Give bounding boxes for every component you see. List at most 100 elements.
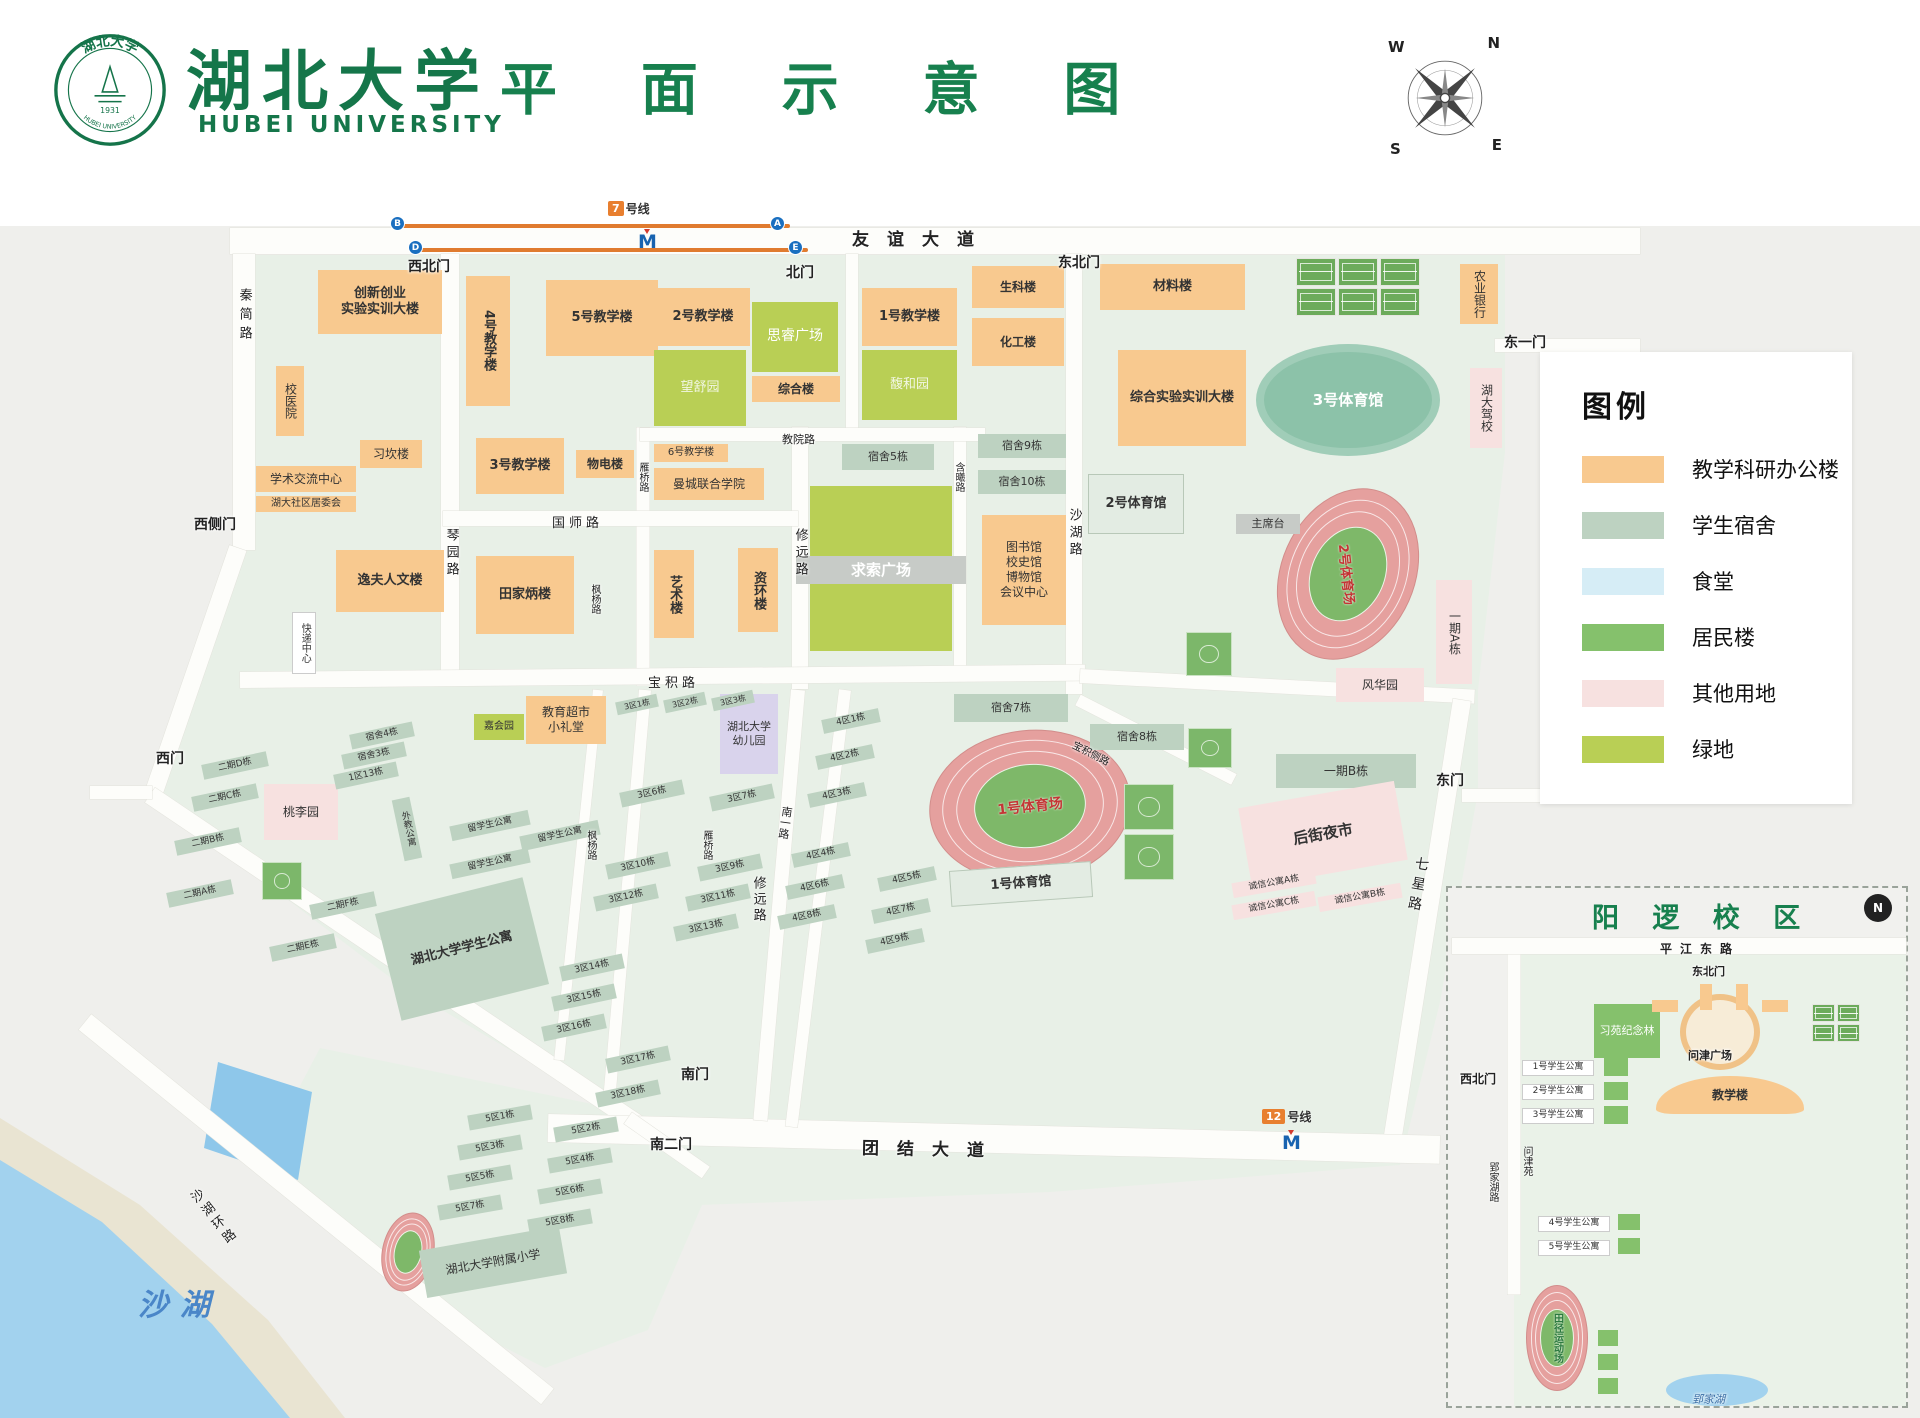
gate-label: 西北门	[1460, 1068, 1496, 1087]
residential-block	[1598, 1378, 1618, 1394]
metro-line-suffix: 号线	[1287, 1110, 1312, 1124]
building-label: 2号学生公寓	[1532, 1086, 1584, 1097]
building: 2号教学楼	[656, 288, 750, 346]
label-text: 雁桥路	[701, 830, 712, 860]
residential-block	[1618, 1238, 1640, 1254]
road-name: 沙湖环路	[185, 1187, 242, 1253]
label-text: 宝积路	[648, 676, 700, 691]
label-text: 郢家湖	[1692, 1393, 1725, 1406]
legend-item: 居民楼	[1582, 622, 1852, 652]
label-text: 教院路	[782, 433, 815, 446]
building-label: 综合实验实训大楼	[1129, 389, 1234, 405]
building-label: 嘉会园	[484, 720, 514, 732]
building: 创新创业 实验实训大楼	[318, 270, 442, 334]
compass-east-label: E	[1491, 136, 1502, 154]
building-label: 5号学生公寓	[1548, 1242, 1600, 1253]
building-label: 5区6栋	[554, 1183, 586, 1199]
label-text: 西北门	[408, 259, 450, 275]
label-text: 含曦路	[953, 462, 964, 492]
road	[1066, 254, 1082, 694]
building: 二期A栋	[166, 879, 234, 908]
building: 快递中心	[292, 612, 316, 674]
building-label: 馥和园	[889, 376, 929, 392]
label-text: 问津广场	[1688, 1049, 1732, 1062]
gate-label: 东北门	[1692, 960, 1725, 979]
legend-swatch	[1582, 511, 1664, 539]
label-text: 沙湖环路	[185, 1186, 240, 1250]
track-field	[1540, 1308, 1574, 1368]
building: 习坎楼	[360, 440, 422, 468]
gate-label: 北门	[786, 262, 814, 282]
building-label: 宿舍5栋	[868, 450, 908, 464]
building-label: 主席台	[1251, 517, 1285, 531]
building: 湖大社区居委会	[256, 496, 356, 512]
building: 宿舍10栋	[978, 470, 1066, 494]
building: 思睿广场	[752, 302, 838, 372]
label-text: 西侧门	[194, 517, 236, 533]
road-name: 团结大道	[862, 1139, 1002, 1162]
label-text: 修远路	[750, 876, 766, 924]
legend-swatch	[1582, 679, 1664, 707]
compass-rose-icon: W N S E	[1386, 34, 1504, 162]
label-text: 东门	[1436, 773, 1464, 789]
track-lane	[1530, 1292, 1584, 1384]
gate-label: 西门	[156, 748, 184, 768]
map-title: 平 面 示 意 图	[500, 57, 1153, 123]
building-label: 材料楼	[1152, 278, 1192, 294]
inset-area	[1448, 954, 1514, 1406]
legend-label: 教学科研办公楼	[1692, 458, 1839, 482]
building: 材料楼	[1100, 264, 1245, 310]
building-label: 2号教学楼	[672, 308, 734, 324]
road-name: 雁桥路	[636, 462, 648, 496]
building-label: 综合楼	[777, 381, 814, 396]
north-arrow-icon: N	[1864, 894, 1892, 922]
building-label: 6号教学楼	[667, 446, 715, 458]
road-name: 枫杨路	[584, 830, 596, 864]
building-label: 农业银行	[1472, 270, 1487, 318]
building: 校医院	[276, 366, 304, 436]
label-text: 修远路	[792, 528, 808, 579]
building-label: 宿舍9栋	[1002, 439, 1042, 453]
building-label: 田家炳楼	[498, 586, 551, 602]
residential-block	[1762, 1000, 1788, 1012]
inset-label: 郢家湖	[1692, 1388, 1725, 1407]
road-name: 雁桥路	[700, 830, 712, 864]
lake-yingjiahu	[1666, 1374, 1768, 1406]
building: 3号教学楼	[476, 438, 564, 494]
building-label: 湖北大学 幼儿园	[727, 720, 771, 747]
road	[846, 254, 858, 432]
building-label: 快递中心	[299, 623, 311, 663]
residential-block	[1598, 1330, 1618, 1346]
gate-label: 西侧门	[194, 514, 236, 534]
gate-label: 东一门	[1504, 332, 1546, 352]
building: 1号学生公寓	[1522, 1060, 1594, 1076]
metro-station-E: E	[788, 240, 803, 255]
label-text: 国师路	[552, 516, 604, 531]
building-label: 一期A栋	[1447, 609, 1462, 655]
north-label: N	[1872, 901, 1884, 915]
metro-line-suffix: 号线	[625, 202, 650, 216]
road-name: 修远路	[792, 528, 808, 583]
metro-line-number: 7	[608, 201, 624, 216]
road	[1452, 938, 1906, 954]
building: 4号教学楼	[466, 276, 510, 406]
building-label: 1号教学楼	[878, 308, 941, 324]
legend-label: 居民楼	[1692, 626, 1755, 650]
road-name: 含曦路	[952, 462, 964, 496]
legend-item: 食堂	[1582, 566, 1852, 596]
building: 一期B栋	[1276, 754, 1416, 788]
tennis-court	[1338, 288, 1378, 316]
building-label: 求索广场	[850, 560, 911, 579]
building-label: 3号学生公寓	[1532, 1110, 1584, 1121]
building: 物电楼	[576, 450, 634, 478]
building: 主席台	[1236, 514, 1300, 534]
residential-block	[1652, 1000, 1678, 1012]
label-text: 沙湖	[138, 1288, 222, 1323]
seal-year: 1931	[100, 106, 120, 115]
label-text: 友谊大道	[852, 230, 992, 250]
building: 馥和园	[862, 350, 957, 420]
basketball-court	[1186, 632, 1232, 676]
